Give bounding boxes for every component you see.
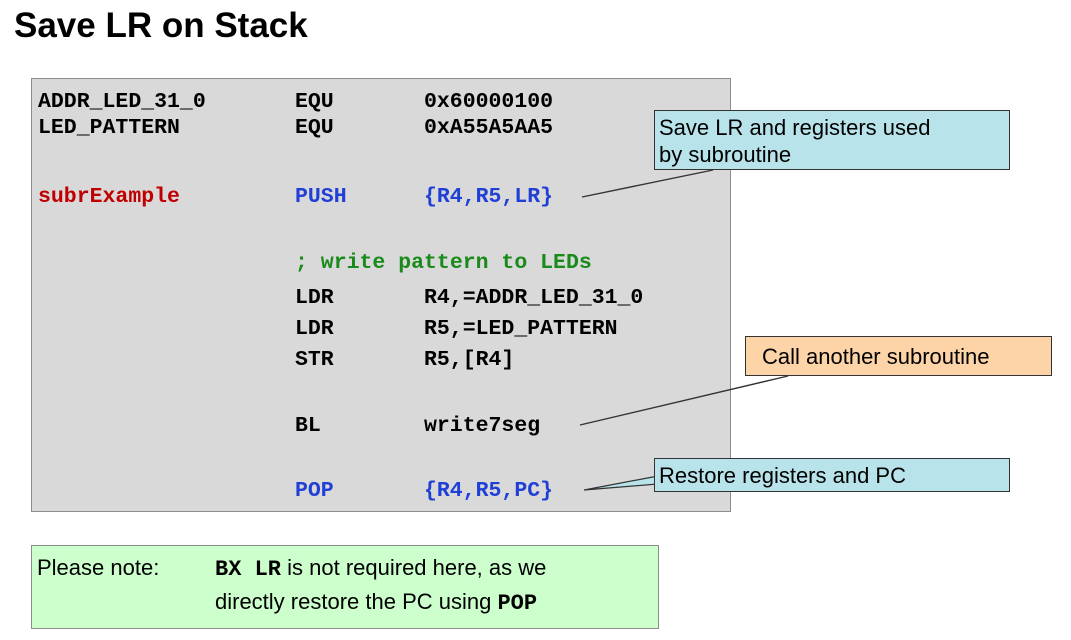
note-line-2: directly restore the PC using POP: [215, 589, 537, 616]
code-arg-pattern: 0xA55A5AA5: [424, 116, 554, 140]
note-code-pop: POP: [497, 591, 538, 616]
code-listing: [31, 78, 731, 512]
code-arg-bl: write7seg: [424, 414, 541, 438]
code-op-pop: POP: [295, 479, 334, 503]
code-op-bl: BL: [295, 414, 321, 438]
code-label-addr: ADDR_LED_31_0: [38, 90, 206, 114]
note-text-1: is not required here, as we: [281, 555, 547, 580]
code-arg-ldr-1: R4,=ADDR_LED_31_0: [424, 286, 644, 310]
page-title: Save LR on Stack: [14, 6, 308, 45]
code-arg-str: R5,[R4]: [424, 348, 515, 372]
code-op-str: STR: [295, 348, 334, 372]
code-op-ldr-1: LDR: [295, 286, 334, 310]
note-text-2: directly restore the PC using: [215, 589, 498, 614]
note-box: Please note: BX LR is not required here,…: [31, 545, 659, 629]
callout-restore-registers: Restore registers and PC: [654, 458, 1010, 492]
code-label-pattern: LED_PATTERN: [38, 116, 180, 140]
code-arg-addr: 0x60000100: [424, 90, 554, 114]
code-arg-pop: {R4,R5,PC}: [424, 479, 554, 503]
callout-call-subroutine: Call another subroutine: [745, 336, 1052, 376]
note-code-bx-lr: BX LR: [215, 557, 282, 582]
code-op-equ-2: EQU: [295, 116, 334, 140]
code-arg-ldr-2: R5,=LED_PATTERN: [424, 317, 618, 341]
code-op-equ-1: EQU: [295, 90, 334, 114]
code-op-ldr-2: LDR: [295, 317, 334, 341]
callout-save-line-2: by subroutine: [659, 142, 792, 167]
callout-save-line-1: Save LR and registers used: [659, 115, 931, 140]
code-op-push: PUSH: [295, 185, 347, 209]
code-arg-push: {R4,R5,LR}: [424, 185, 554, 209]
code-comment: ; write pattern to LEDs: [295, 251, 592, 275]
note-label: Please note:: [37, 555, 160, 580]
code-label-subroutine: subrExample: [38, 185, 180, 209]
callout-save-registers: Save LR and registers used by subroutine: [654, 110, 1010, 170]
note-line-1: BX LR is not required here, as we: [215, 555, 546, 582]
